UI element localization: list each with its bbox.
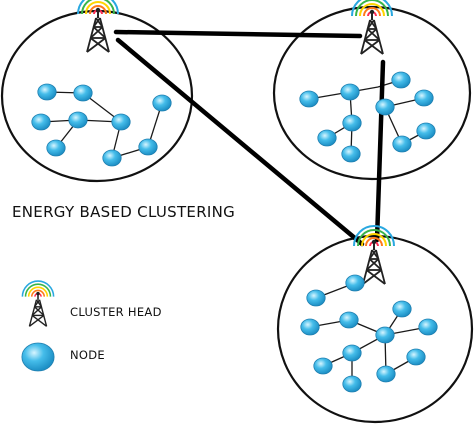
sensor-node-icon bbox=[317, 129, 337, 147]
sensor-node-icon bbox=[152, 94, 172, 112]
sensor-node-icon bbox=[299, 90, 319, 108]
sensor-node-icon bbox=[375, 326, 395, 344]
legend-node-icon bbox=[21, 342, 55, 372]
backbone-link-1-2 bbox=[113, 29, 363, 39]
sensor-node-icon bbox=[342, 344, 362, 362]
sensor-node-icon bbox=[37, 83, 57, 101]
sensor-node-icon bbox=[73, 84, 93, 102]
backbone-link-2-3 bbox=[374, 59, 386, 243]
cluster-1-head-tower-icon bbox=[77, 0, 119, 53]
sensor-node-icon bbox=[138, 138, 158, 156]
sensor-node-icon bbox=[339, 311, 359, 329]
cluster-3-head-tower-icon bbox=[353, 225, 395, 285]
sensor-node-icon bbox=[340, 83, 360, 101]
sensor-node-icon bbox=[313, 357, 333, 375]
sensor-node-icon bbox=[416, 122, 436, 140]
sensor-node-icon bbox=[342, 114, 362, 132]
sensor-node-icon bbox=[306, 289, 326, 307]
sensor-node-icon bbox=[392, 135, 412, 153]
sensor-node-icon bbox=[300, 318, 320, 336]
sensor-node-icon bbox=[345, 274, 365, 292]
sensor-node-icon bbox=[391, 71, 411, 89]
sensor-node-icon bbox=[376, 365, 396, 383]
sensor-nodes bbox=[31, 71, 438, 393]
legend-cluster-head-label: CLUSTER HEAD bbox=[70, 305, 162, 319]
cluster-head-backbone bbox=[113, 29, 386, 247]
diagram-title: ENERGY BASED CLUSTERING bbox=[12, 203, 236, 221]
sensor-node-icon bbox=[414, 89, 434, 107]
sensor-node-icon bbox=[102, 149, 122, 167]
cluster-2-head-tower-icon bbox=[351, 0, 393, 55]
sensor-node-icon bbox=[406, 348, 426, 366]
sensor-node-icon bbox=[392, 300, 412, 318]
sensor-node-icon bbox=[46, 139, 66, 157]
legend-node-label: NODE bbox=[70, 348, 105, 362]
sensor-node-icon bbox=[31, 113, 51, 131]
sensor-node-icon bbox=[341, 145, 361, 163]
legend-cluster-head-tower-icon bbox=[21, 280, 55, 327]
sensor-node-icon bbox=[68, 111, 88, 129]
cluster-heads bbox=[77, 0, 395, 285]
intra-cluster-edges bbox=[40, 79, 429, 384]
legend bbox=[21, 280, 55, 372]
backbone-link-1-3 bbox=[115, 37, 365, 247]
sensor-node-icon bbox=[375, 98, 395, 116]
sensor-node-icon bbox=[342, 375, 362, 393]
sensor-node-icon bbox=[418, 318, 438, 336]
sensor-node-icon bbox=[111, 113, 131, 131]
